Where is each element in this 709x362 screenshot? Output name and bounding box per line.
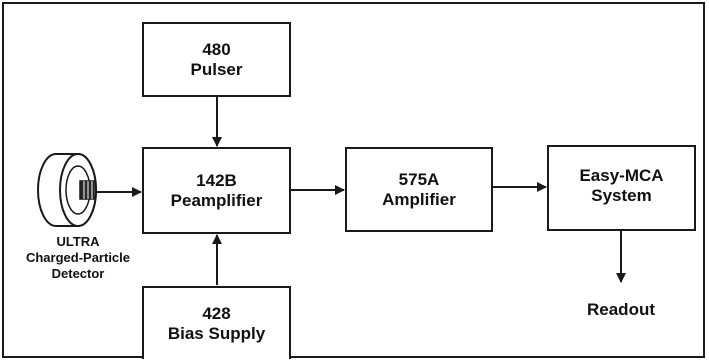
detector-icon — [37, 153, 97, 227]
detector-label-line1: ULTRA — [56, 234, 100, 249]
mca-block: Easy-MCA System — [547, 145, 696, 231]
bias-supply-model: 428 — [202, 303, 231, 323]
detector-label-line2: Charged-Particle — [25, 250, 131, 265]
preamplifier-block: 142B Peamplifier — [142, 147, 291, 234]
amplifier-block: 575A Amplifier — [345, 147, 493, 232]
bias-supply-name: Bias Supply — [167, 323, 266, 343]
readout-label: Readout — [587, 300, 655, 319]
pulser-name: Pulser — [190, 59, 243, 79]
bias-supply-block: 428 Bias Supply — [142, 286, 291, 359]
detector-label: ULTRA Charged-Particle Detector — [8, 234, 148, 282]
detector-label-line3: Detector — [51, 266, 105, 281]
mca-name: Easy-MCA — [579, 166, 664, 185]
amplifier-model: 575A — [398, 169, 440, 189]
diagram-frame — [2, 2, 705, 358]
preamplifier-model: 142B — [196, 170, 237, 190]
pulser-model: 480 — [202, 39, 231, 59]
mca-subtitle: System — [591, 186, 652, 205]
amplifier-name: Amplifier — [382, 189, 456, 209]
pulser-block: 480 Pulser — [142, 22, 291, 97]
preamplifier-name: Peamplifier — [170, 190, 263, 210]
